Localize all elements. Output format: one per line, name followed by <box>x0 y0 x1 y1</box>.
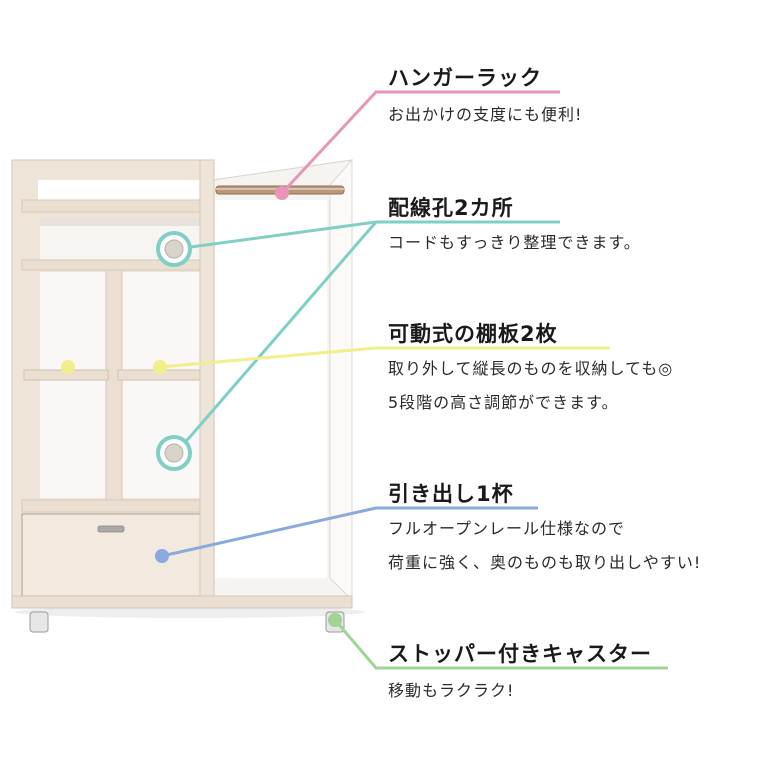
hanger-rod-marker-icon <box>275 186 289 200</box>
feature-desc-cable-holes: コードもすっきり整理できます。 <box>388 233 641 252</box>
feature-desc-movable-shelves-1: 取り外して縦長のものを収納しても◎ <box>388 359 674 378</box>
callout-drawer <box>155 506 538 563</box>
caster-marker-icon <box>328 613 342 627</box>
feature-title-casters: ストッパー付きキャスター <box>388 642 652 666</box>
feature-title-movable-shelves: 可動式の棚板2枚 <box>388 322 558 346</box>
callout-casters <box>328 613 668 670</box>
drawer-marker-icon <box>155 549 169 563</box>
feature-desc-drawer-1: フルオープンレール仕様なので <box>388 519 626 538</box>
feature-desc-casters: 移動もラクラク! <box>388 681 515 700</box>
callout-movable-shelves <box>61 346 610 374</box>
feature-desc-drawer-2: 荷重に強く、奥のものも取り出しやすい! <box>388 553 702 572</box>
feature-title-hanger-rack: ハンガーラック <box>388 66 542 90</box>
callout-cable-holes <box>156 220 560 471</box>
callout-hanger-rack <box>275 90 560 200</box>
feature-title-drawer: 引き出し1杯 <box>388 482 514 506</box>
shelf-left-marker-icon <box>61 360 75 374</box>
feature-desc-hanger-rack: お出かけの支度にも便利! <box>388 105 583 124</box>
feature-title-cable-holes: 配線孔2カ所 <box>388 196 514 220</box>
shelf-right-marker-icon <box>153 360 167 374</box>
feature-desc-movable-shelves-2: 5段階の高さ調節ができます。 <box>388 393 619 412</box>
